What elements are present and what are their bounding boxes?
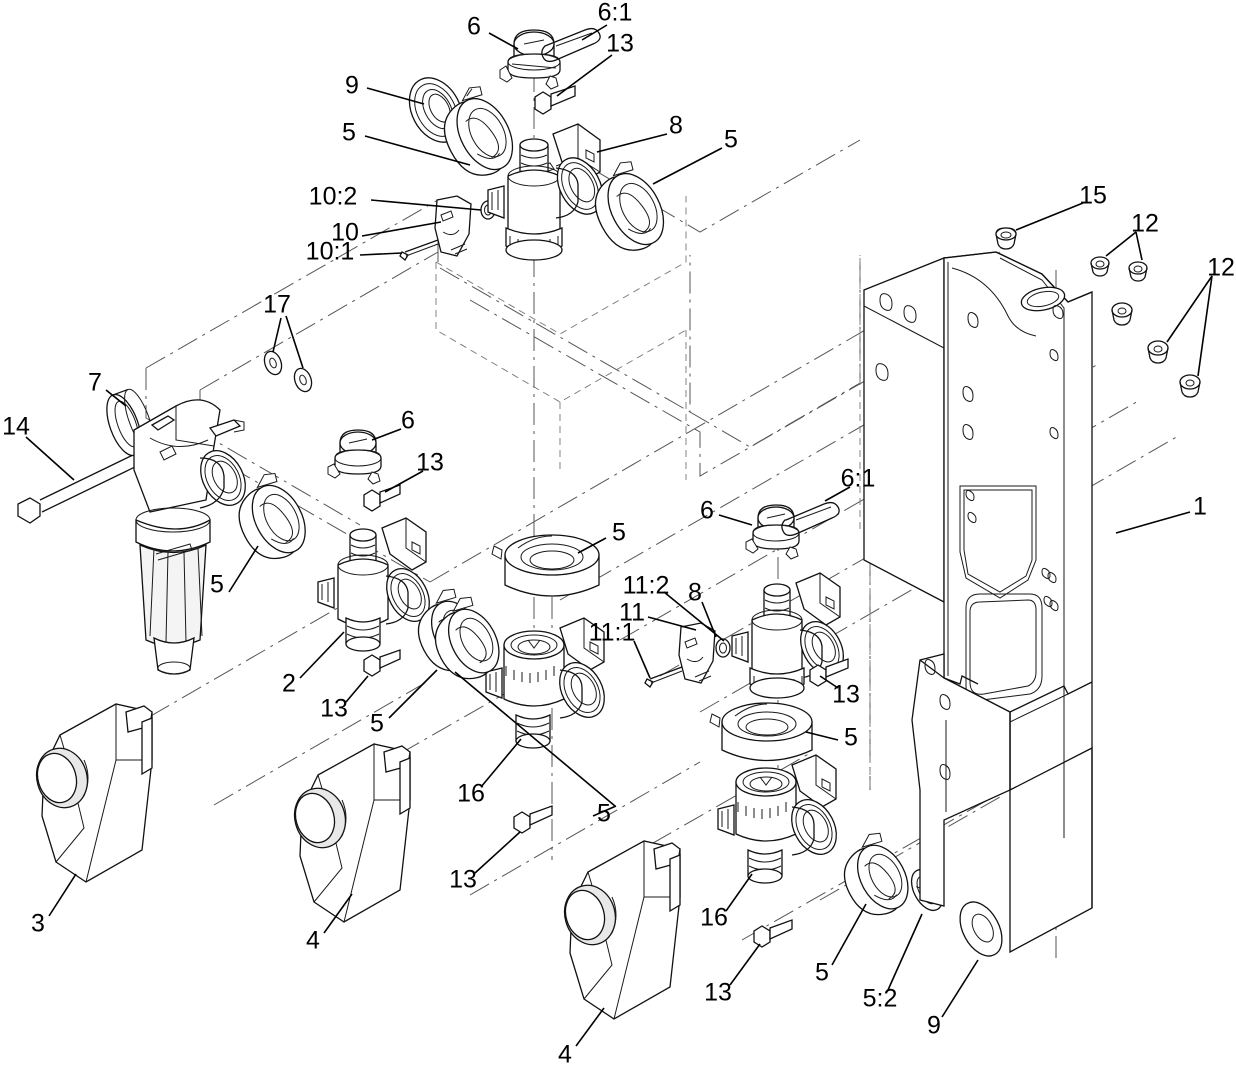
- part-valve-body-top: [487, 138, 604, 261]
- callout-5-2: 5:2: [862, 984, 898, 1013]
- assembly-right-lower-valve: [717, 754, 1003, 957]
- callout-13-top: 13: [606, 29, 634, 58]
- callout-5-top-left: 5: [342, 118, 356, 147]
- callout-13-right-up: 13: [832, 680, 860, 709]
- part-4-nozzle-housing-lower: [563, 840, 681, 1020]
- part-5-coupling-collar-center-left: [434, 596, 500, 680]
- part-6-solenoid-cap-right: [745, 504, 800, 560]
- callout-5-center-low: 5: [597, 799, 611, 828]
- part-13-bolt-center: [513, 805, 553, 834]
- callout-6-right: 6: [700, 496, 714, 525]
- part-valve-body-center: [485, 617, 605, 749]
- callout-12-upper: 12: [1131, 209, 1159, 238]
- callout-5-top-right: 5: [724, 125, 738, 154]
- part-1-frame-bracket: [863, 251, 1093, 954]
- part-6-1-wire-clip-right: [781, 501, 840, 537]
- part-valve-body-right-lower: [717, 754, 837, 884]
- callout-11-2: 11:2: [622, 571, 670, 600]
- callout-13-mid-lower: 13: [320, 694, 348, 723]
- part-5-coupling-collar-filter: [238, 472, 306, 560]
- callout-6-top: 6: [467, 12, 481, 41]
- callout-5-right-ring: 5: [844, 723, 858, 752]
- callout-13-mid-upper: 13: [416, 448, 444, 477]
- part-5-coupling-collar-top-right: [594, 161, 665, 251]
- part-4-nozzle-housing-mid: [293, 743, 411, 923]
- callout-5-mid: 5: [370, 709, 384, 738]
- part-13-bolt-top: [534, 85, 576, 115]
- part-2-valve-body: [317, 517, 430, 652]
- callout-15: 15: [1079, 181, 1107, 210]
- part-5-coupling-collar-top-left: [443, 86, 514, 176]
- assembly-top-manifold: [399, 27, 665, 261]
- callout-2: 2: [282, 669, 296, 698]
- part-9-seal-washer-right: [959, 901, 1003, 957]
- part-3-nozzle-housing: [35, 703, 153, 883]
- part-5-collar-ring-right: [709, 702, 813, 762]
- callout-5-center-top: 5: [612, 518, 626, 547]
- part-6-solenoid-cap-top: [499, 29, 561, 90]
- callout-6-1-top: 6:1: [597, 0, 633, 27]
- callout-10: 10: [331, 218, 359, 247]
- callout-6-1-right: 6:1: [840, 464, 876, 493]
- callout-6-mid: 6: [401, 406, 415, 435]
- assembly-mid-center-valve: [434, 534, 731, 834]
- part-5-collar-ring-center: [491, 534, 600, 597]
- part-10-bracket-tab: [434, 195, 472, 257]
- part-13-bolt-mid-upper: [363, 484, 401, 512]
- part-11-bracket-tab: [678, 622, 716, 684]
- callout-3: 3: [31, 909, 45, 938]
- callout-5-filter: 5: [210, 570, 224, 599]
- callout-8-right: 8: [688, 578, 702, 607]
- callout-4-lower: 4: [558, 1040, 572, 1069]
- callout-12-lower: 12: [1207, 253, 1235, 282]
- callout-11: 11: [619, 598, 645, 627]
- part-12-grommets: [1090, 256, 1201, 398]
- part-6-solenoid-cap-mid: [327, 429, 382, 485]
- part-13-bolt-mid-lower: [363, 649, 401, 677]
- callout-13-right-low: 13: [704, 978, 732, 1007]
- callout-16-right: 16: [700, 903, 728, 932]
- part-10-1-screw-top: [399, 239, 439, 261]
- callout-1: 1: [1193, 492, 1207, 521]
- callout-4-mid: 4: [306, 926, 320, 955]
- callout-leader-lines: [25, 24, 1213, 1047]
- callout-9-right: 9: [927, 1011, 941, 1040]
- part-11-1-screw: [644, 666, 683, 688]
- part-6-1-wire-clip-top: [541, 27, 601, 63]
- part-valve-body-right-upper: [731, 572, 844, 699]
- callout-17: 17: [263, 290, 291, 319]
- part-5-coupling-collar-right-lower: [843, 832, 909, 916]
- part-17-flat-washers: [263, 350, 313, 393]
- callout-11-1: 11:1: [588, 618, 636, 647]
- part-13-bolt-right-upper: [809, 658, 849, 687]
- part-filter-housing: [133, 399, 246, 675]
- callout-7: 7: [88, 368, 102, 397]
- assembly-right-upper-valve: [709, 501, 849, 762]
- assembly-filter: [17, 388, 306, 675]
- part-11-2-oring: [715, 638, 731, 658]
- callout-10-1: 10:1: [305, 237, 355, 266]
- part-13-bolt-right-lower: [753, 919, 793, 948]
- callout-5-right-low: 5: [815, 958, 829, 987]
- part-15-grommet: [995, 227, 1017, 250]
- callout-10-2: 10:2: [308, 182, 358, 211]
- callout-14: 14: [2, 412, 30, 441]
- callout-9-top: 9: [345, 71, 359, 100]
- callout-8-top: 8: [669, 111, 683, 140]
- callout-13-center: 13: [449, 865, 477, 894]
- callout-16-center: 16: [457, 779, 485, 808]
